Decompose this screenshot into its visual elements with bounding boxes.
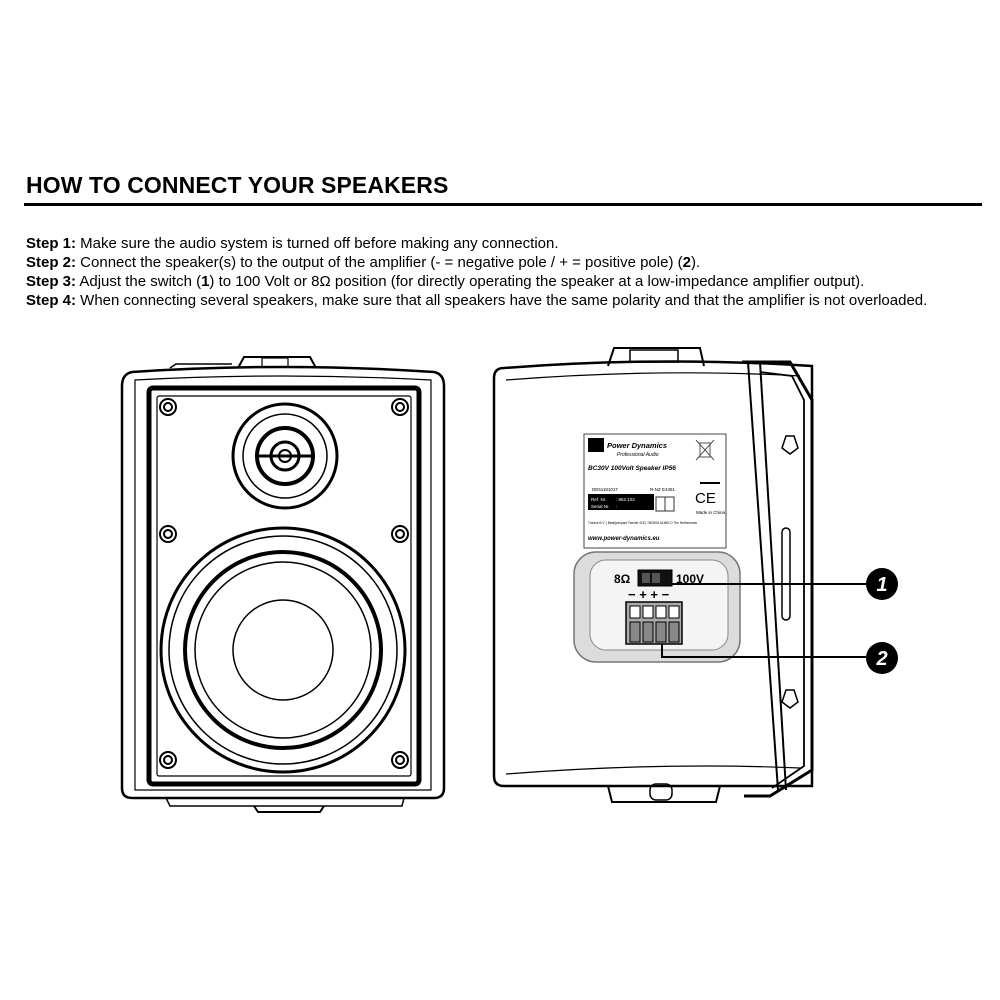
step-2-text-a: Connect the speaker(s) to the output of … bbox=[76, 254, 683, 271]
ohm-label: 8Ω bbox=[614, 572, 631, 586]
step-4-text: When connecting several speakers, make s… bbox=[76, 292, 928, 309]
speaker-front-view bbox=[120, 356, 446, 813]
company-address: Tronios B.V. | Bedrijvenpark Twente 415 … bbox=[588, 521, 697, 525]
page-title: HOW TO CONNECT YOUR SPEAKERS bbox=[26, 172, 449, 198]
manual-info-icon bbox=[655, 496, 675, 512]
step-2-label: Step 2: bbox=[26, 254, 77, 271]
speaker-rear-view: Power Dynamics Professional Audio BC30V … bbox=[492, 347, 866, 803]
step-2-ref: 2 bbox=[682, 254, 691, 271]
callout-2-number: 2 bbox=[875, 648, 887, 670]
callout-1-number: 1 bbox=[876, 574, 887, 596]
step-3-text-a: Adjust the switch ( bbox=[76, 273, 202, 290]
step-1-text: Make sure the audio system is turned off… bbox=[76, 235, 559, 252]
step-3: Step 3: Adjust the switch (1) to 100 Vol… bbox=[26, 272, 976, 291]
serial-value: : bbox=[616, 504, 617, 509]
step-4: Step 4: When connecting several speakers… bbox=[26, 291, 976, 310]
step-1-label: Step 1: bbox=[26, 235, 77, 252]
volt-label: 100V bbox=[676, 572, 704, 586]
step-2: Step 2: Connect the speaker(s) to the ou… bbox=[26, 253, 976, 272]
ref-label: Ref. Nr. bbox=[591, 497, 606, 502]
brand-subtitle: Professional Audio bbox=[617, 452, 659, 458]
step-4-label: Step 4: bbox=[26, 292, 77, 309]
instruction-steps: Step 1: Make sure the audio system is tu… bbox=[26, 234, 976, 310]
speaker-illustration: Power Dynamics Professional Audio BC30V … bbox=[120, 347, 898, 813]
callout-1: 1 bbox=[866, 568, 898, 600]
step-3-label: Step 3: bbox=[26, 273, 77, 290]
brand-name: Power Dynamics bbox=[607, 441, 667, 450]
front-screws bbox=[159, 398, 409, 769]
step-1: Step 1: Make sure the audio system is tu… bbox=[26, 234, 976, 253]
step-3-ref: 1 bbox=[201, 273, 210, 290]
step-3-text-b: ) to 100 Volt or 8Ω position (for direct… bbox=[209, 273, 865, 290]
impedance-switch bbox=[637, 569, 673, 587]
website: www.power-dynamics.eu bbox=[588, 536, 660, 542]
compliance-code: DE51181017 bbox=[592, 487, 618, 492]
ce-mark: CE bbox=[695, 490, 716, 507]
terminal-panel: 8Ω 100V − + + − bbox=[573, 551, 741, 663]
rnz-code: R-NZ E4361 bbox=[650, 487, 676, 492]
woofer-icon bbox=[159, 526, 407, 774]
polarity-markings: − + + − bbox=[628, 587, 670, 602]
callout-2: 2 bbox=[866, 642, 898, 674]
model-name: BC30V 100Volt Speaker IP56 bbox=[588, 465, 676, 472]
speaker-terminal-block bbox=[625, 601, 683, 645]
title-rule bbox=[24, 203, 982, 206]
tweeter-icon bbox=[231, 402, 339, 510]
step-2-text-b: ). bbox=[690, 254, 701, 271]
weee-bin-icon bbox=[695, 439, 715, 461]
product-label: Power Dynamics Professional Audio BC30V … bbox=[583, 433, 727, 549]
ref-value: : 952.102 bbox=[616, 497, 635, 502]
made-in: Made in China bbox=[696, 510, 726, 515]
serial-label: Serial Nr. bbox=[591, 504, 610, 509]
